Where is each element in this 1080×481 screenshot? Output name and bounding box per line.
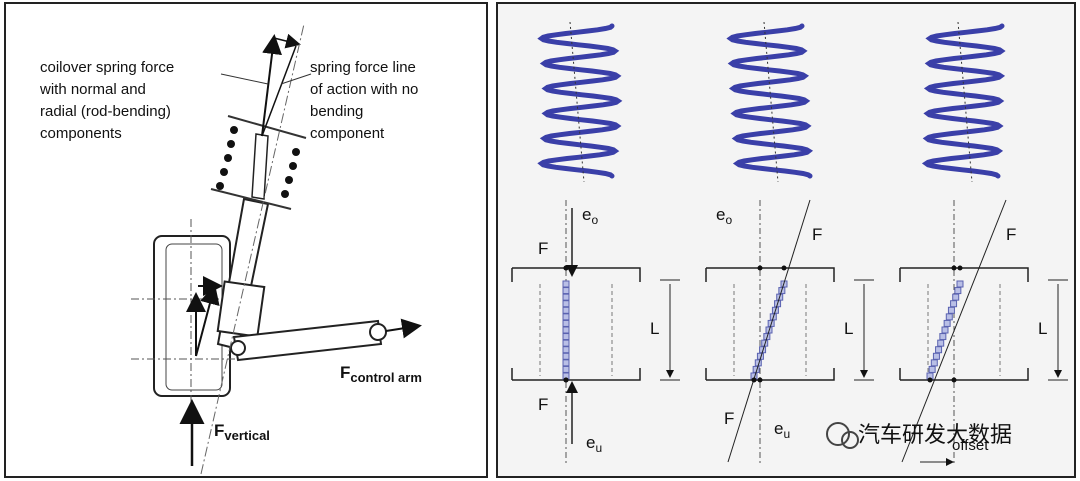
coilover-leader bbox=[220, 73, 269, 85]
coil-section bbox=[562, 346, 570, 354]
bottom-mount-point bbox=[751, 377, 757, 383]
top-mount-point bbox=[781, 265, 787, 271]
coil-section bbox=[950, 300, 958, 308]
coil-section bbox=[562, 359, 570, 367]
top-mount-point bbox=[957, 265, 963, 271]
force-line-of-action bbox=[727, 199, 811, 463]
coil-section bbox=[935, 346, 943, 354]
watermark-text: 汽车研发大数据 bbox=[858, 422, 1012, 447]
left-panel-coilover-diagram: coilover spring force with normal and ra… bbox=[4, 2, 488, 478]
coilover-force-line bbox=[261, 45, 297, 137]
radial-component-arrow bbox=[273, 33, 301, 49]
offset-label: offset bbox=[952, 437, 989, 454]
spring-axis-2 bbox=[763, 21, 779, 183]
center-point bbox=[757, 265, 763, 271]
force-label-top: F bbox=[538, 239, 548, 258]
coil-spring-1 bbox=[537, 23, 623, 179]
coil-section bbox=[562, 352, 570, 360]
force-label-bottom: F bbox=[538, 395, 548, 414]
strut bbox=[216, 133, 270, 351]
coilover-label: coilover spring force with normal and ra… bbox=[39, 59, 178, 142]
bottom-plate bbox=[705, 368, 835, 381]
coil-section bbox=[956, 280, 964, 288]
coil-section bbox=[952, 293, 960, 301]
center-point bbox=[563, 265, 569, 271]
coil-section bbox=[928, 365, 936, 373]
control-arm-force-arrow bbox=[385, 318, 422, 339]
spring-line-leader bbox=[280, 73, 312, 85]
coil-section bbox=[954, 287, 962, 295]
length-label: L bbox=[1038, 319, 1047, 338]
force-label-bottom: F bbox=[724, 409, 734, 428]
coilover-diagram-svg: coilover spring force with normal and ra… bbox=[39, 23, 423, 475]
length-label: L bbox=[844, 319, 853, 338]
top-plate bbox=[899, 267, 1029, 282]
coil-section bbox=[941, 326, 949, 334]
force-line-of-action bbox=[901, 199, 1007, 463]
coil-section bbox=[562, 313, 570, 321]
f-vertical-label: Fvertical bbox=[214, 421, 270, 443]
coil-spring-2 bbox=[726, 23, 814, 179]
coil-section bbox=[562, 319, 570, 327]
top-plate bbox=[511, 267, 641, 282]
coil-section bbox=[562, 300, 570, 308]
wheel-inner bbox=[165, 243, 223, 391]
wechat-icon bbox=[826, 422, 859, 449]
coil-section bbox=[562, 365, 570, 373]
coil-section bbox=[562, 326, 570, 334]
coil-section bbox=[930, 359, 938, 367]
coil-section bbox=[939, 333, 947, 341]
offset-top-label: eo bbox=[716, 205, 732, 227]
lower-spring-seat bbox=[210, 188, 292, 210]
coil-section bbox=[932, 352, 940, 360]
top-plate bbox=[705, 267, 835, 282]
offset-bottom-label: eu bbox=[774, 419, 790, 441]
coil-section bbox=[562, 333, 570, 341]
force-label-top: F bbox=[812, 225, 822, 244]
spring-axis-3 bbox=[957, 21, 973, 183]
bottom-plate bbox=[511, 368, 641, 381]
offset-bottom-label: eu bbox=[586, 433, 602, 455]
center-point bbox=[951, 377, 957, 383]
coil-section bbox=[562, 287, 570, 295]
center-point bbox=[757, 377, 763, 383]
spring-line-label: spring force line of action with no bend… bbox=[310, 59, 423, 142]
offset-top-label: eo bbox=[582, 205, 598, 227]
coil-spring-sections bbox=[216, 126, 300, 198]
center-point bbox=[951, 265, 957, 271]
coil-section bbox=[947, 306, 955, 314]
control-arm bbox=[230, 319, 387, 362]
length-label: L bbox=[650, 319, 659, 338]
spring-line-of-action bbox=[200, 23, 305, 475]
coil-section bbox=[562, 339, 570, 347]
wheel-resultant-arrow bbox=[195, 284, 220, 357]
spring-force-arrow bbox=[261, 34, 282, 137]
force-label-top: F bbox=[1006, 225, 1016, 244]
column-diagram-2: L F Feo eu bbox=[705, 199, 874, 464]
coil-section bbox=[943, 319, 951, 327]
coil-section bbox=[945, 313, 953, 321]
bottom-plate bbox=[899, 368, 1029, 381]
column-diagram-1: L F Feo eu bbox=[511, 200, 680, 464]
coil-section bbox=[562, 280, 570, 288]
coil-section bbox=[562, 306, 570, 314]
wheel-outline bbox=[153, 235, 231, 397]
coil-spring-3 bbox=[921, 23, 1006, 179]
f-control-arm-label: Fcontrol arm bbox=[340, 363, 422, 385]
spring-axis-1 bbox=[569, 21, 585, 183]
upper-spring-seat bbox=[227, 115, 307, 139]
coil-section bbox=[937, 339, 945, 347]
center-point bbox=[563, 377, 569, 383]
coil-section bbox=[562, 293, 570, 301]
spring-illustrations bbox=[537, 21, 1006, 183]
bottom-mount-point bbox=[927, 377, 933, 383]
